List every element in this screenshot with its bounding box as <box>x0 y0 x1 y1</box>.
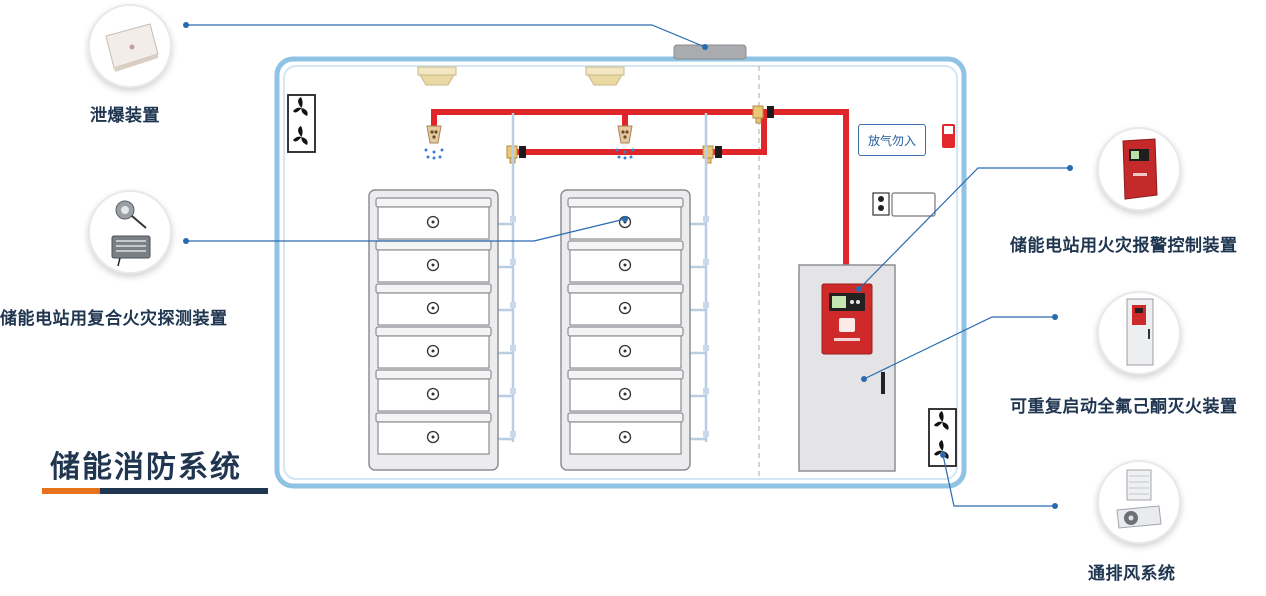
label-extinguishing-device: 可重复启动全氟己酮灭火装置 <box>1010 397 1238 417</box>
module-detector-dot <box>431 306 435 310</box>
alarm-controller-thumb <box>1097 127 1181 211</box>
tap-fitting <box>510 216 516 222</box>
manual-call-point <box>872 192 890 216</box>
battery-rack <box>368 189 499 471</box>
ceiling-detector-icon <box>585 66 625 86</box>
module-detector-dot <box>431 435 435 439</box>
page-title: 储能消防系统 <box>50 450 242 485</box>
tap-fitting <box>510 431 516 437</box>
tap-fitting <box>510 388 516 394</box>
fan-icon <box>928 408 957 467</box>
module-detector-dot <box>431 220 435 224</box>
battery-module-lid <box>375 197 492 208</box>
battery-module <box>569 206 682 240</box>
composite-detector-thumb <box>88 190 172 274</box>
leader-lines <box>186 24 1070 507</box>
no-entry-sign: 放气勿入 <box>858 124 926 156</box>
battery-rack <box>560 189 691 471</box>
fire-light-icon <box>942 124 955 148</box>
module-detector-dot <box>623 263 627 267</box>
explosion-vent-icon <box>673 44 747 60</box>
tap-fitting <box>703 302 709 308</box>
battery-module <box>569 292 682 326</box>
battery-module-lid <box>567 412 684 423</box>
tap-fitting <box>510 345 516 351</box>
sprinkler-nozzle-icon <box>424 125 444 160</box>
container-inner <box>283 65 958 480</box>
pipe-coupling <box>767 106 774 118</box>
label-explosion-vent: 泄爆装置 <box>90 106 160 126</box>
leader-dots <box>183 22 1073 509</box>
label-composite-detector: 储能电站用复合火灾探测装置 <box>0 309 228 329</box>
battery-module-lid <box>567 197 684 208</box>
battery-module-lid <box>375 240 492 251</box>
wall-panel <box>891 192 936 217</box>
title-underline-accent <box>42 488 100 494</box>
sprinkler-nozzle-icon <box>615 125 635 160</box>
valve-icon <box>752 105 764 124</box>
pipe-coupling <box>519 146 526 158</box>
battery-module-lid <box>567 240 684 251</box>
battery-module-lid <box>567 326 684 337</box>
battery-module-lid <box>375 283 492 294</box>
label-ventilation: 通排风系统 <box>1088 564 1176 584</box>
ceiling-detector-icon <box>417 66 457 86</box>
tap-fitting <box>703 431 709 437</box>
ventilation-thumb <box>1097 460 1181 544</box>
door-handle-icon <box>881 372 885 394</box>
detector-branch-pipes <box>511 113 708 442</box>
battery-module-lid <box>567 283 684 294</box>
module-detector-dot <box>431 349 435 353</box>
tap-fitting <box>703 216 709 222</box>
pipe-coupling <box>715 146 722 158</box>
battery-module-lid <box>375 412 492 423</box>
battery-module-lid <box>567 369 684 380</box>
module-detector-dot <box>623 349 627 353</box>
tap-fitting <box>703 259 709 265</box>
tap-fitting <box>510 302 516 308</box>
battery-module-lid <box>375 369 492 380</box>
label-alarm-controller: 储能电站用火灾报警控制装置 <box>1010 236 1238 256</box>
fan-icon <box>287 94 316 153</box>
tap-fitting <box>703 345 709 351</box>
module-detector-dot <box>431 263 435 267</box>
extinguishing-cabinet <box>798 264 896 472</box>
title-underline <box>100 488 268 494</box>
battery-module-lid <box>375 326 492 337</box>
module-detector-dot <box>623 392 627 396</box>
explosion-vent-thumb <box>88 4 172 88</box>
module-detector-dot <box>623 306 627 310</box>
battery-module <box>377 421 490 455</box>
extinguishing-device-thumb <box>1097 291 1181 375</box>
module-detector-dot <box>431 392 435 396</box>
red-pipe-network <box>431 109 849 271</box>
module-detector-dot <box>623 435 627 439</box>
tap-fitting <box>703 388 709 394</box>
tap-fitting <box>510 259 516 265</box>
